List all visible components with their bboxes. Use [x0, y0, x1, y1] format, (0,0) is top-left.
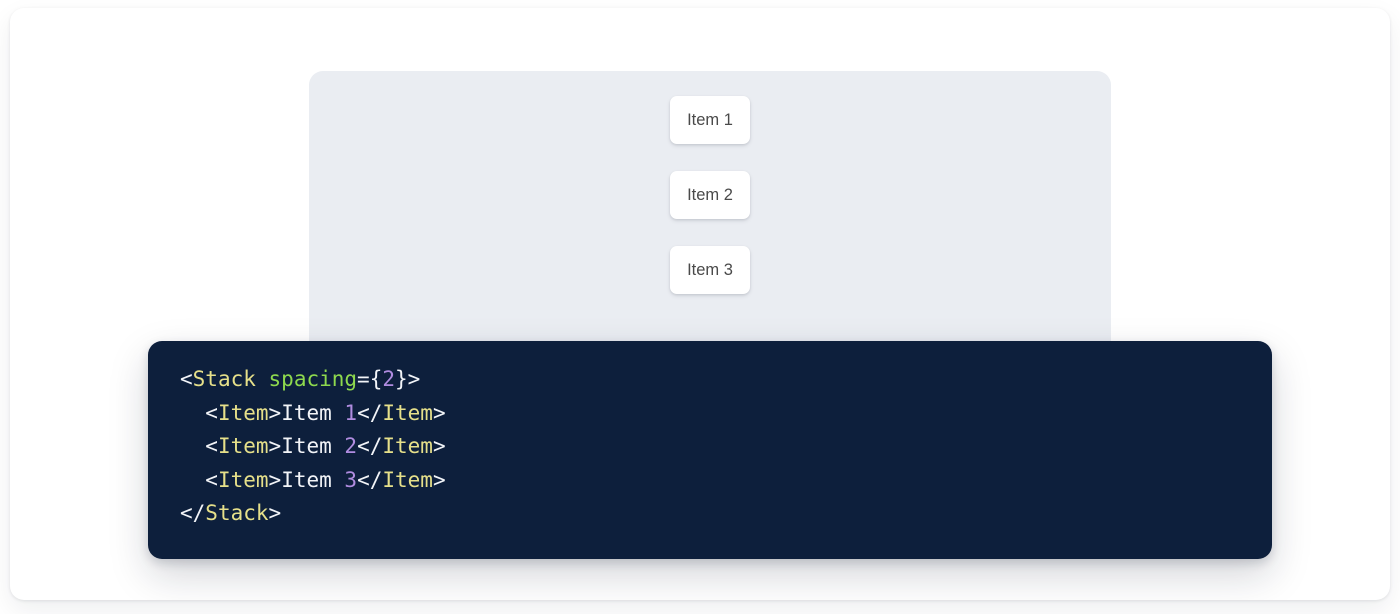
code-token-tag: Item [382, 467, 433, 492]
code-line: <Stack spacing={2}> [180, 367, 420, 391]
code-token-num: 2 [344, 434, 358, 458]
code-token-punct: </ [180, 501, 206, 525]
stack-item-label: Item 2 [687, 185, 733, 204]
code-token-punct: < [205, 434, 218, 458]
code-token-punct: > [432, 434, 446, 458]
code-token-punct: </ [357, 434, 383, 458]
code-snippet-panel: <Stack spacing={2}> <Item>Item 1</Item> … [148, 341, 1272, 559]
code-token-punct: > [432, 400, 446, 425]
code-token-tag: Item [382, 434, 433, 458]
code-token-text: Item [281, 400, 345, 425]
code-token-tag: Item [217, 467, 269, 492]
code-token-text: Item [281, 467, 345, 492]
code-line: </Stack> [180, 501, 281, 525]
code-token-attr: spacing [268, 367, 358, 391]
code-token-tag: Item [382, 400, 433, 425]
code-token-num: 1 [344, 400, 358, 425]
code-token-punct [256, 367, 269, 391]
code-token-punct: > [268, 467, 282, 492]
code-line: <Item>Item 3</Item> [180, 467, 446, 492]
code-token-punct: > [432, 467, 446, 492]
code-token-punct: < [180, 367, 193, 391]
component-preview-panel: Item 1 Item 2 Item 3 [309, 71, 1111, 366]
code-token-num: 3 [344, 467, 358, 492]
stack-item-label: Item 3 [687, 260, 733, 279]
stack-item[interactable]: Item 3 [670, 246, 750, 294]
stack-item[interactable]: Item 1 [670, 96, 750, 144]
code-line: <Item>Item 1</Item> [180, 400, 446, 425]
code-line: <Item>Item 2</Item> [180, 434, 446, 458]
code-block[interactable]: <Stack spacing={2}> <Item>Item 1</Item> … [180, 363, 446, 531]
code-token-punct: > [268, 434, 282, 458]
code-token-text: Item [281, 434, 345, 458]
stack-item-label: Item 1 [687, 110, 733, 129]
code-token-punct: ={ [357, 367, 383, 391]
code-token-punct: > [268, 501, 282, 525]
stack-item[interactable]: Item 2 [670, 171, 750, 219]
stack-container: Item 1 Item 2 Item 3 [309, 71, 1111, 294]
code-token-tag: Stack [205, 501, 269, 525]
code-token-punct: < [205, 467, 218, 492]
code-token-tag: Item [217, 400, 269, 425]
code-token-punct: </ [357, 467, 383, 492]
code-token-punct: </ [357, 400, 383, 425]
code-token-tag: Stack [192, 367, 256, 391]
code-token-punct: }> [395, 367, 421, 391]
code-token-num: 2 [382, 367, 395, 391]
code-token-tag: Item [217, 434, 269, 458]
code-token-punct: > [268, 400, 282, 425]
code-token-punct: < [205, 400, 218, 425]
